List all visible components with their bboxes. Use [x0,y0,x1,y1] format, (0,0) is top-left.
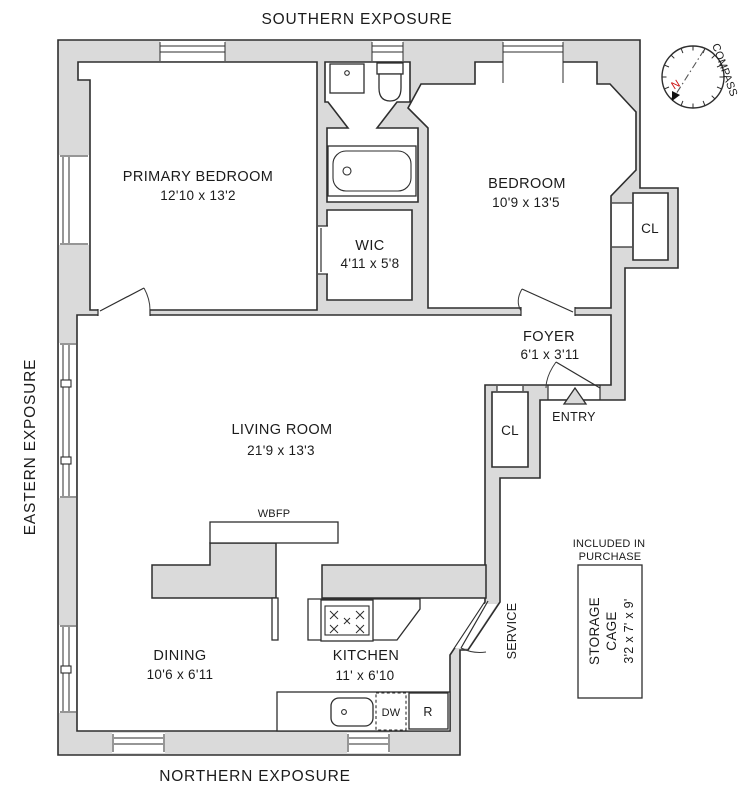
door-jambs [496,386,524,391]
window-bath-top-icon [371,42,404,61]
fireplace-label: WBFP [258,508,291,520]
compass: N COMPASS [661,42,739,109]
closet-entry-label: CL [501,423,519,438]
foyer-label: FOYER [523,329,575,345]
bath-sink-icon [329,63,365,94]
window-gap [59,155,89,245]
kitchen-dims: 11' x 6'10 [336,668,395,683]
compass-needle-arrow [672,91,680,101]
bath-sink-faucet [344,70,350,76]
room-labels: PRIMARY BEDROOM 12'10 x 13'2 BEDROOM 10'… [123,169,580,683]
wic-dims: 4'11 x 5'8 [341,256,400,271]
primary-bedroom-label: PRIMARY BEDROOM [123,169,274,185]
included-line1: INCLUDED IN [573,538,646,550]
dining-dims: 10'6 x 6'11 [147,667,214,682]
service-door-arc [460,647,487,653]
entry-door-arc [545,361,557,389]
fireplace-chimney-wall [151,542,277,599]
kitchen-sink-drain [341,709,347,715]
refrigerator-box [408,692,449,730]
window-dining-bottom-icon [112,734,165,752]
window-gap [160,41,225,61]
door-jambs [520,307,576,316]
toilet-bowl-icon [378,73,402,102]
window-mullion [60,456,72,465]
bedroom-door-arc [517,288,523,312]
storage-cage-box [577,564,643,699]
service-label: SERVICE [505,603,519,660]
window-gap [59,343,76,498]
door-jambs [612,202,632,248]
refrigerator-label: R [423,705,432,719]
kitchen-label: KITCHEN [333,648,399,664]
bedroom-label: BEDROOM [488,176,566,192]
living-room-dims: 21'9 x 13'3 [247,443,315,458]
bedroom-door-leaf [521,288,574,313]
window-gap [112,733,165,753]
door-gap [497,386,523,391]
kitchen-sink-icon [330,697,374,727]
compass-ticks [662,46,724,108]
window-gap [347,733,390,753]
primary-bedroom-door-arc [143,287,151,311]
stove-burners [329,610,365,634]
included-line2: PURCHASE [579,551,642,563]
windows [59,41,564,753]
window-mullion [60,379,72,388]
bedroom-dims: 10'9 x 13'5 [492,195,560,210]
door-gap [455,604,497,648]
service-door-leaf [460,600,489,649]
kitchen-wall-band [321,564,487,599]
exposure-labels: SOUTHERN EXPOSURE NORTHERN EXPOSURE EAST… [22,11,452,785]
entry-triangle-icon [562,386,588,405]
window-gap [372,41,403,61]
window-kitchen-bottom-icon [347,734,390,752]
kitchen-partition-stub [271,597,279,641]
dishwasher-label: DW [382,707,401,719]
feature-labels: CL CL ENTRY WBFP DW R SERVICE [258,221,659,719]
southern-exposure-label: SOUTHERN EXPOSURE [261,11,452,28]
window-bedroom-top-icon [502,42,564,83]
fixtures [209,62,643,732]
entry-label: ENTRY [552,410,596,424]
door-gap [521,307,575,317]
fireplace-hearth [209,521,339,544]
window-living-left-icon [60,343,76,498]
window-gap [503,41,563,83]
door-gap [98,308,150,317]
door-gap [612,203,632,247]
door-jambs [97,309,151,316]
storage-cage-dims: 3'2 x 7' x 9' [622,598,636,663]
entry-door-leaf [555,361,601,389]
window-primary-top-icon [159,42,226,61]
door-jambs [318,225,328,275]
primary-bedroom-dims: 12'10 x 13'2 [160,188,236,203]
storage-cage-line1: STORAGE [587,597,602,665]
eastern-exposure-label: EASTERN EXPOSURE [22,359,39,535]
storage-labels: INCLUDED IN PURCHASE STORAGE CAGE 3'2 x … [573,538,646,665]
bathtub-drain [342,166,352,176]
wic-label: WIC [355,238,384,254]
toilet-tank-icon [376,62,404,75]
living-room-label: LIVING ROOM [231,422,332,438]
door-gap [318,226,328,274]
closet-bedroom-label: CL [641,221,659,236]
foyer-dims: 6'1 x 3'11 [521,347,580,362]
dining-label: DINING [153,648,206,664]
window-mullion [60,665,72,674]
northern-exposure-label: NORTHERN EXPOSURE [159,768,351,785]
primary-bedroom-door-leaf [99,287,145,312]
window-primary-left-icon [60,155,88,245]
bathtub-inner [332,150,412,192]
storage-cage-line2: CAGE [604,611,619,650]
dishwasher-box [375,692,407,731]
